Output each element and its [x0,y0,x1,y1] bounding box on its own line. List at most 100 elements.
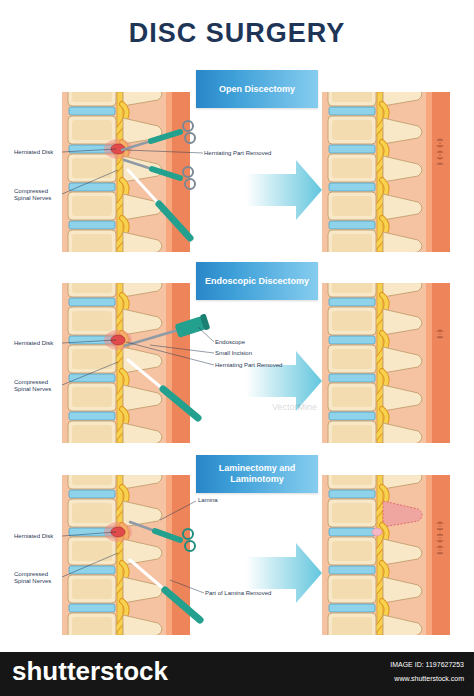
watermark: www.shutterstock.com [330,675,464,683]
skin-edge [432,92,450,252]
procedure-banner: Open Discectomy [196,70,318,108]
posterior-element [383,423,422,443]
incision [440,521,441,555]
disc [69,183,115,191]
panel-background [322,475,450,635]
disc [329,221,375,229]
posterior-element [383,283,422,297]
vertebral-inner [72,579,112,599]
spine-clip [62,475,190,635]
vertebral-inner [332,579,372,599]
posterior-element [123,92,162,106]
vertebral-body [328,499,376,527]
endoscope-body [175,316,206,338]
posterior-element [123,283,162,297]
probe-handle [159,204,190,238]
probe-handle [165,590,200,620]
vertebral-body [68,537,116,565]
posterior-element [383,385,422,411]
vertebral-inner [332,196,372,216]
vertebral-inner [72,349,112,369]
disc [329,298,375,306]
banner-title: Laminectomy and Laminotomy [196,463,318,485]
vertebral-inner [332,158,372,178]
skin-layer [166,283,190,443]
vertebral-inner [72,196,112,216]
skin-layer [426,92,450,252]
forceps-ring [185,179,195,189]
forceps-tip [130,522,155,531]
callout-label: Herniating Part Removed [215,362,295,369]
disc [329,490,375,498]
probe-tool [128,360,198,418]
disc [69,412,115,420]
spine-panel [322,461,450,669]
vertebral-body [328,613,376,635]
vertebral-inner [332,387,372,407]
disc [329,107,375,115]
disc [329,183,375,191]
leader-line [62,170,118,194]
disc-bulge [372,528,382,536]
posterior-element [123,232,162,252]
vertebral-body [68,307,116,335]
disc [329,412,375,420]
leader-line [160,501,196,520]
vertebral-body [328,116,376,144]
disc [69,604,115,612]
spine-panel [62,269,190,477]
forceps-ring [183,121,193,131]
footer-bar [0,652,474,696]
vertebral-body [68,283,116,297]
posterior-element [383,92,422,106]
forceps [122,121,195,150]
part-label: Compressed Spinal Nerves [14,379,62,393]
vertebral-body [68,475,116,489]
vertebral-inner [72,425,112,443]
vertebral-body [328,307,376,335]
vertebral-body [328,230,376,252]
posterior-element [123,501,162,527]
vertebral-inner [72,387,112,407]
leader-line [62,553,118,577]
vertebral-body [328,154,376,182]
spine-clip [322,475,450,635]
posterior-element [383,347,422,373]
probe-handle [163,389,198,418]
vertebral-inner [72,475,112,485]
part-label: Herniated Disk [14,533,62,540]
herniation-glow [104,330,132,350]
probe-tip [128,170,159,204]
forceps-tip [124,160,152,169]
flow-arrow [246,160,322,220]
vertebral-inner [332,120,372,140]
disc [69,566,115,574]
vertebral-inner [72,617,112,635]
posterior-element [123,539,162,565]
banner-title: Endoscopic Discectomy [197,276,317,287]
leader-line [126,342,214,365]
forceps-ring [183,529,193,539]
disc [329,528,375,536]
vertebral-body [68,345,116,373]
vertebral-body [68,192,116,220]
callout-label: Herniating Part Removed [204,150,284,157]
posterior-element [123,385,162,411]
vertebral-body [68,499,116,527]
vertebral-body [68,383,116,411]
vertebral-inner [332,92,372,102]
vertebral-body [328,475,376,489]
spine-clip [322,283,450,443]
incision [440,138,441,166]
panel-background [62,475,190,635]
posterior-element [123,615,162,635]
posterior-element [123,309,162,335]
callout-label: Lamina [198,497,238,504]
skin-edge [432,475,450,635]
forceps-ring [185,541,195,551]
posterior-element [383,615,422,635]
vertebral-inner [72,234,112,252]
posterior-element [123,194,162,220]
part-label: Compressed Spinal Nerves [14,188,62,202]
forceps-ring [185,133,195,143]
